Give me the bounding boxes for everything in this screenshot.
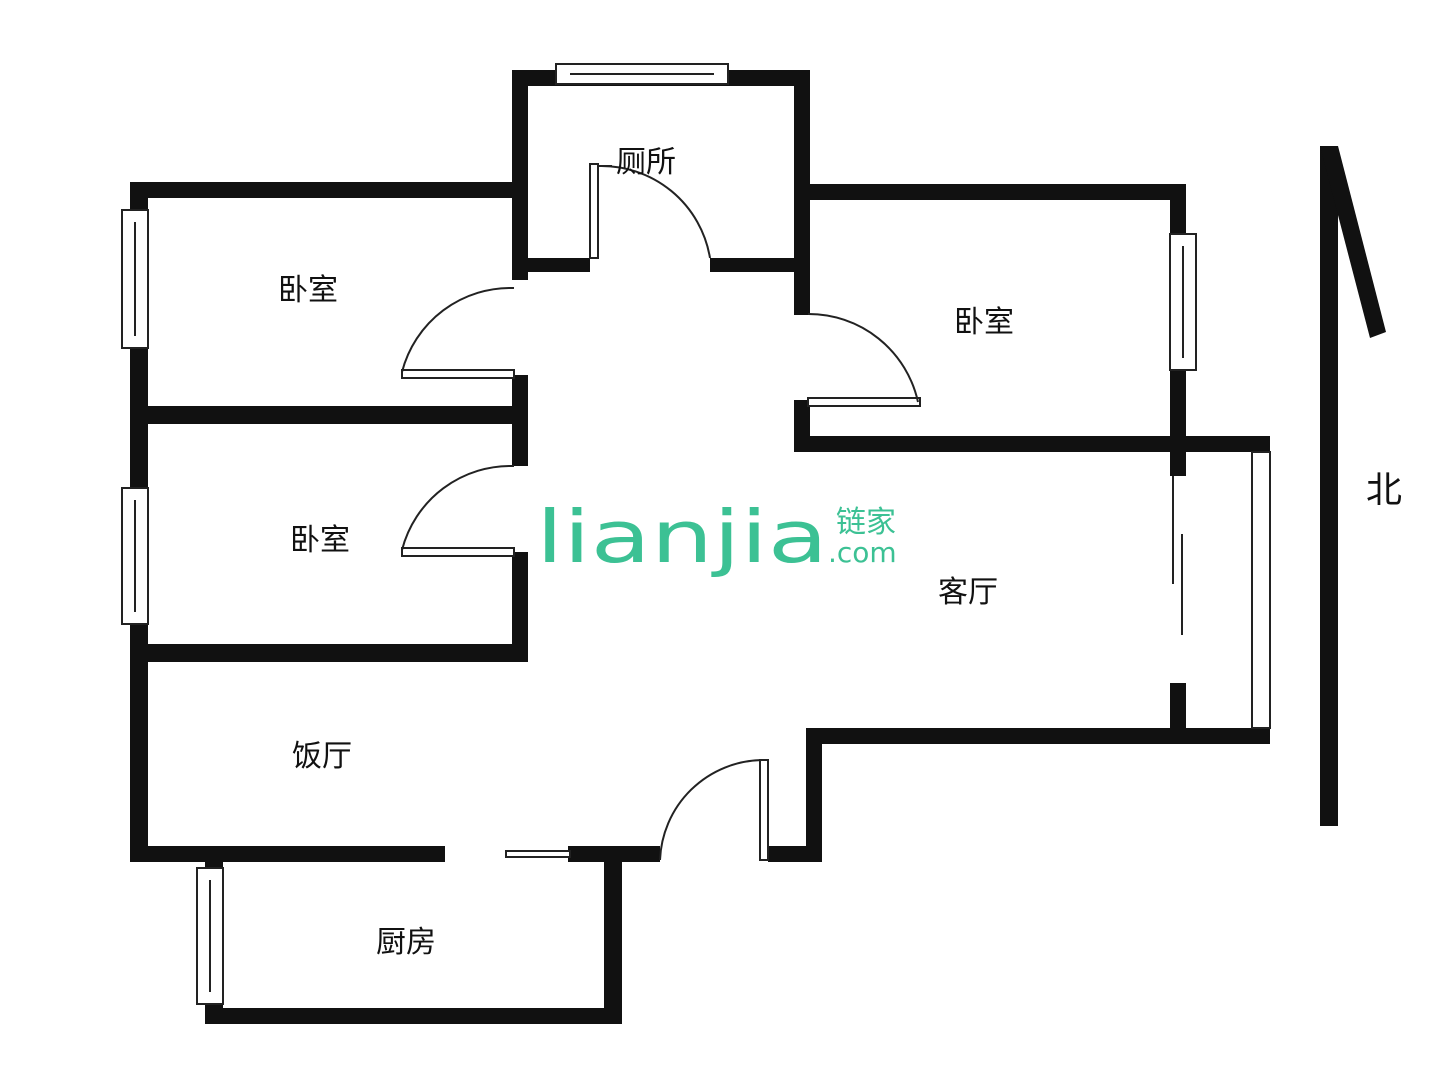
label-living-room: 客厅 <box>938 575 998 610</box>
door-entrance <box>659 759 769 861</box>
watermark-logo: lianjia 链家 .com <box>536 495 897 579</box>
windows <box>121 63 1271 1005</box>
label-kitchen: 厨房 <box>376 925 436 960</box>
watermark-brand: lianjia <box>536 495 828 579</box>
door-bedroom-w <box>401 464 515 557</box>
label-bedroom-ne: 卧室 <box>954 305 1014 340</box>
door-kitchen <box>505 850 571 858</box>
label-dining-room: 饭厅 <box>292 739 352 774</box>
door-bedroom-nw <box>401 286 515 379</box>
window-balcony <box>1251 451 1271 729</box>
label-bedroom-w: 卧室 <box>290 523 350 558</box>
door-bathroom <box>589 163 711 259</box>
label-bathroom: 厕所 <box>616 145 676 180</box>
watermark-cn: 链家 <box>836 505 896 540</box>
watermark-domain: .com <box>828 536 897 569</box>
north-arrow-icon <box>1320 146 1386 826</box>
north-label: 北 <box>1366 470 1402 511</box>
label-bedroom-nw: 卧室 <box>278 273 338 308</box>
door-bedroom-ne <box>807 312 921 407</box>
doors <box>401 163 1183 861</box>
